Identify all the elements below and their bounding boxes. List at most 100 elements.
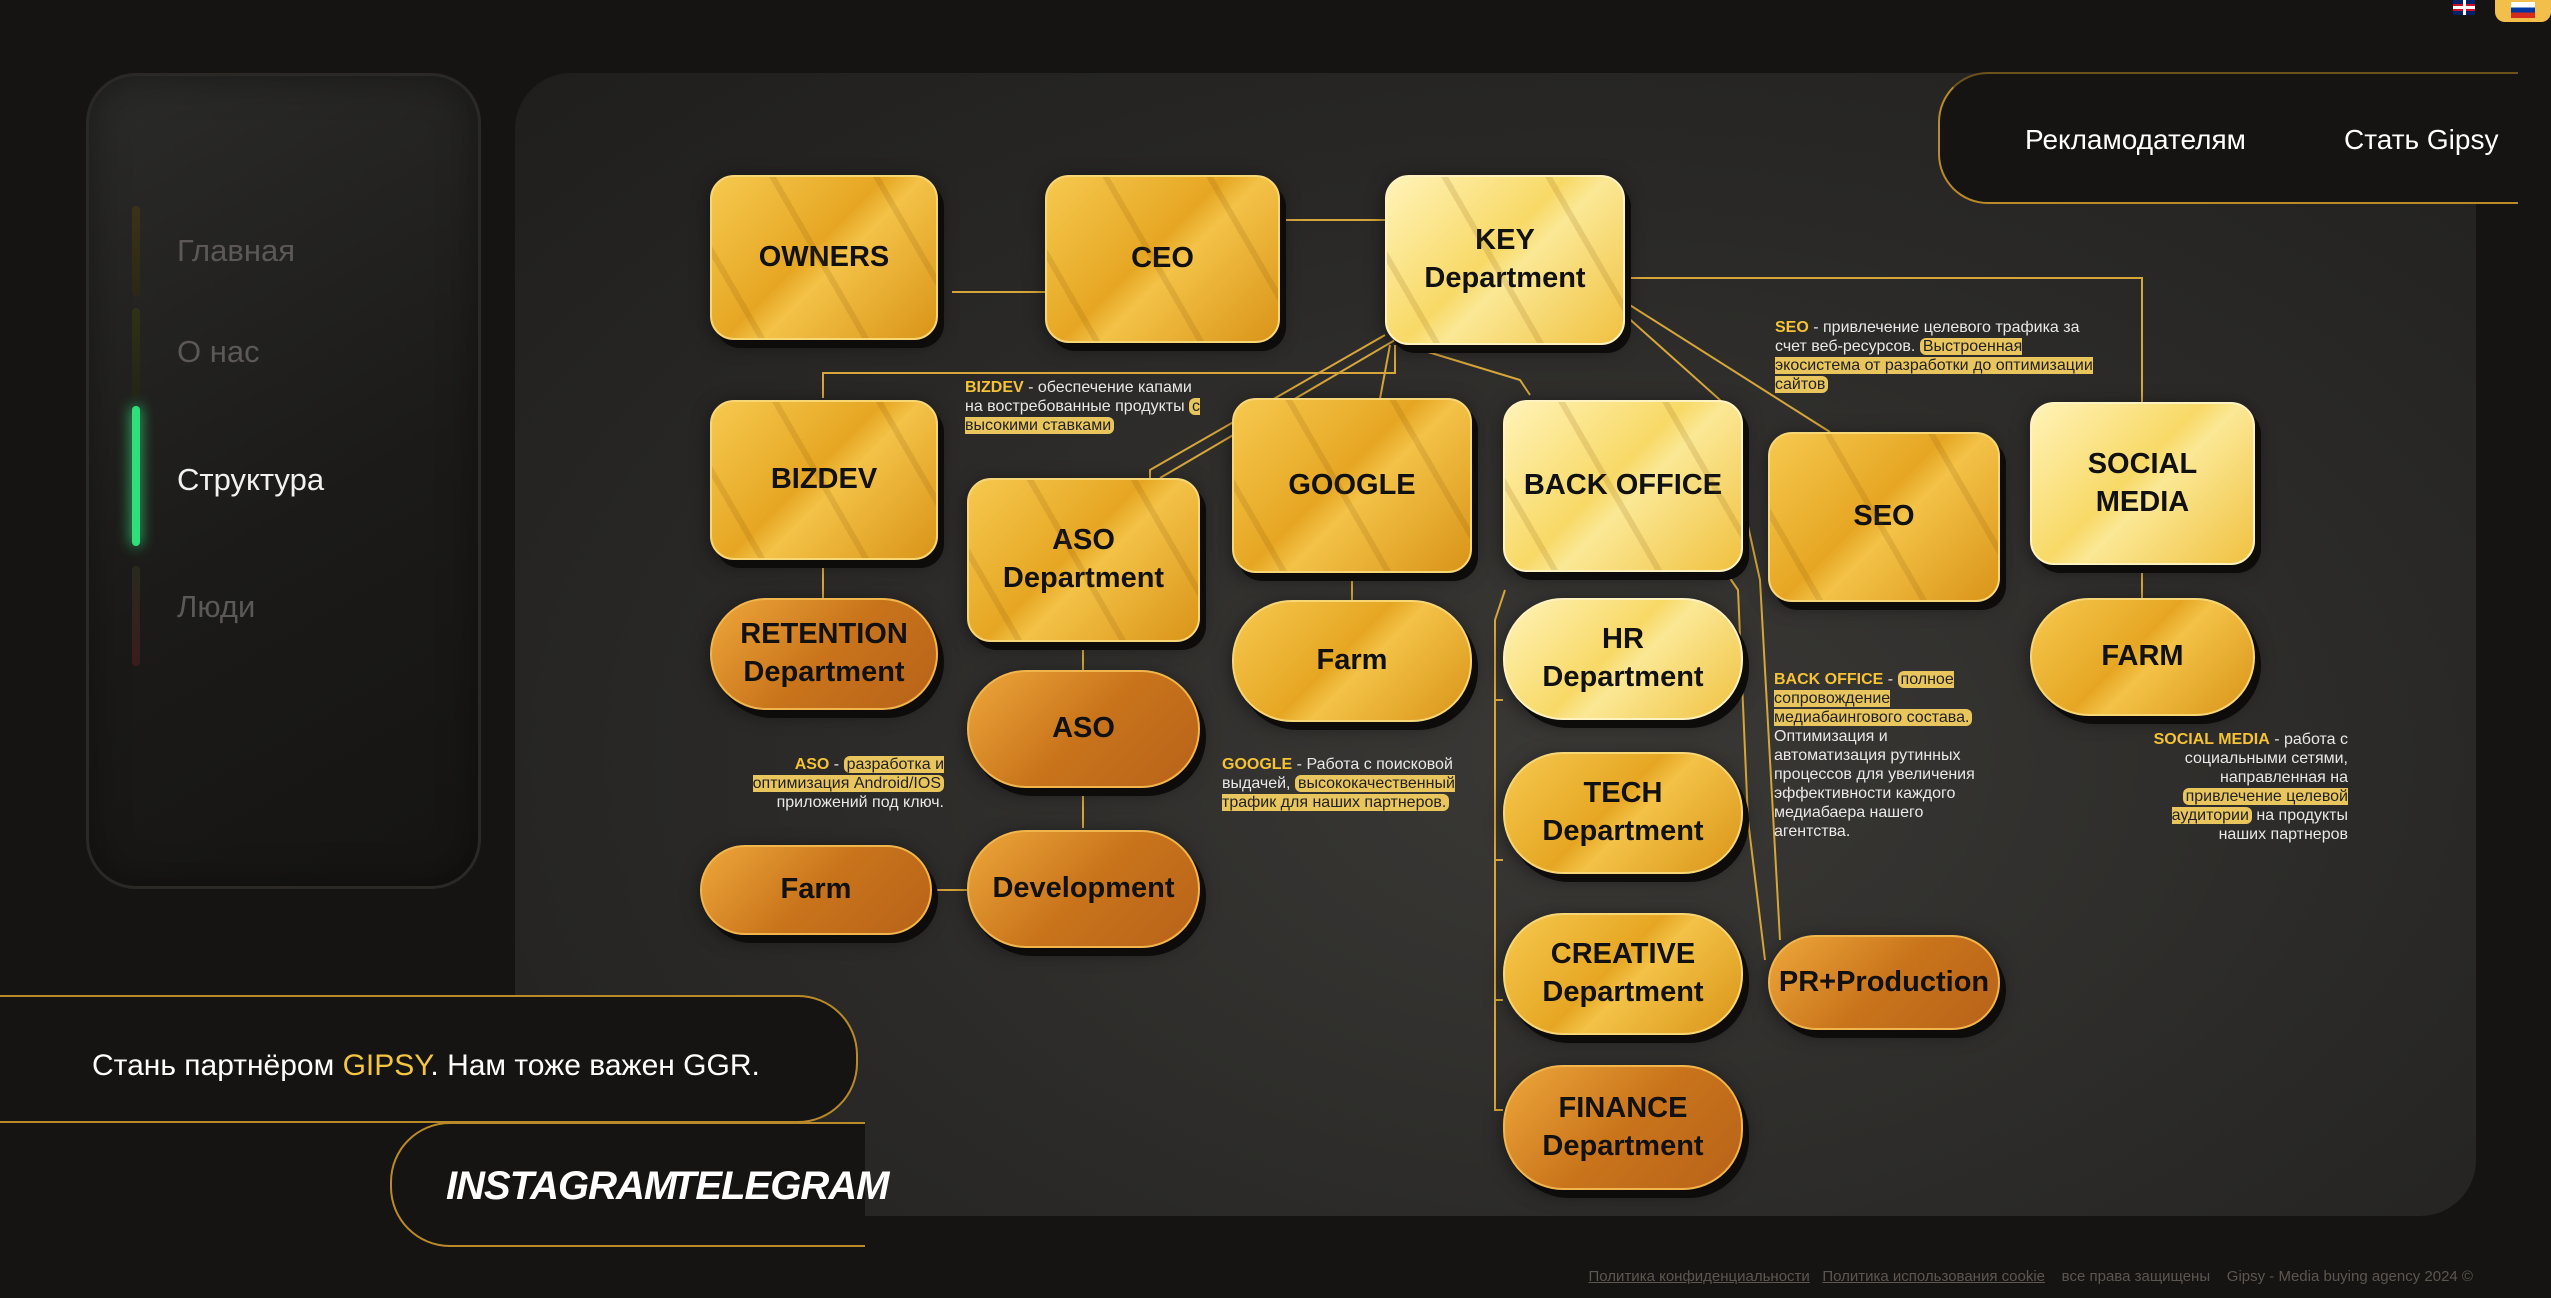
- annotation-aso-tail: приложений под ключ.: [776, 794, 944, 811]
- node-social-line2: MEDIA: [2095, 485, 2190, 518]
- node-farm-google[interactable]: Farm: [1232, 600, 1472, 722]
- node-aso-dept-label: ASO Department: [1003, 522, 1164, 597]
- node-bizdev-label: BIZDEV: [770, 463, 878, 496]
- node-google-label: GOOGLE: [1288, 468, 1416, 501]
- annotation-google: GOOGLE - Работа с поисковой выдачей, выс…: [1222, 755, 1482, 812]
- node-back-office-label: BACK OFFICE: [1523, 469, 1723, 502]
- annotation-social: SOCIAL MEDIA - работа с социальными сетя…: [2125, 730, 2348, 844]
- node-finance-line1: FINANCE: [1558, 1091, 1688, 1124]
- flag-ru-icon: [2511, 2, 2535, 18]
- sidebar-item-about[interactable]: О нас: [177, 334, 260, 369]
- rail-segment: [132, 566, 140, 666]
- annotation-social-tail: на продукты наших партнеров: [2218, 807, 2348, 843]
- node-creative-line2: Department: [1542, 976, 1704, 1008]
- rail-segment: [132, 206, 140, 296]
- annotation-bizdev-text: - обеспечение капами на востребованные п…: [965, 379, 1192, 415]
- promo-text: Стань партнёром GIPSY. Нам тоже важен GG…: [92, 1049, 760, 1083]
- node-pr-production[interactable]: PR+Production: [1768, 935, 2000, 1030]
- node-aso-department[interactable]: ASO Department: [967, 478, 1200, 642]
- node-owners[interactable]: OWNERS: [710, 175, 938, 340]
- node-key-line2: Department: [1424, 262, 1586, 294]
- sidebar-item-home[interactable]: Главная: [177, 233, 295, 268]
- node-retention-label: RETENTION Department: [740, 616, 908, 691]
- annotation-bizdev: BIZDEV - обеспечение капами на востребов…: [965, 378, 1205, 435]
- footer-cookie-link[interactable]: Политика использования cookie: [1822, 1268, 2045, 1285]
- node-seo[interactable]: SEO: [1768, 432, 2000, 602]
- annotation-google-key: GOOGLE: [1222, 756, 1293, 773]
- nav-become-gipsy-link[interactable]: Стать Gipsy: [2344, 124, 2499, 155]
- node-ceo-label: CEO: [1131, 242, 1194, 275]
- annotation-google-text: - Работа с поисковой выдачей,: [1222, 756, 1453, 792]
- node-retention-line1: RETENTION: [740, 618, 908, 651]
- node-aso[interactable]: ASO: [967, 670, 1200, 788]
- annotation-back-office-key: BACK OFFICE: [1774, 671, 1884, 688]
- top-nav: Рекламодателям Стать Gipsy: [1938, 72, 2518, 204]
- annotation-aso: ASO - разработка и оптимизация Android/I…: [712, 755, 944, 812]
- node-aso-dept-line1: ASO: [1052, 524, 1115, 557]
- node-aso-label: ASO: [1052, 712, 1115, 745]
- node-tech-line1: TECH: [1583, 777, 1663, 810]
- node-development[interactable]: Development: [967, 830, 1200, 948]
- node-finance-department[interactable]: FINANCE Department: [1503, 1065, 1743, 1190]
- annotation-back-office-tail: Оптимизация и автоматизация рутинных про…: [1774, 728, 1975, 840]
- node-back-office[interactable]: BACK OFFICE: [1503, 400, 1743, 572]
- nav-advertisers-link[interactable]: Рекламодателям: [2025, 124, 2246, 155]
- footer-rights: все права защищены: [2061, 1268, 2211, 1285]
- annotation-social-text: - работа с социальными сетями, направлен…: [2184, 731, 2348, 786]
- rail-segment: [132, 308, 140, 398]
- partner-promo: Стань партнёром GIPSY. Нам тоже важен GG…: [0, 995, 858, 1123]
- node-farm-aso-label: Farm: [780, 873, 852, 906]
- annotation-social-key: SOCIAL MEDIA: [2153, 731, 2270, 748]
- sidebar-item-people[interactable]: Люди: [177, 589, 256, 624]
- node-seo-label: SEO: [1853, 500, 1915, 533]
- language-switcher: [2431, 0, 2551, 24]
- node-bizdev[interactable]: BIZDEV: [710, 400, 938, 560]
- annotation-aso-text: -: [829, 756, 844, 773]
- node-hr-department[interactable]: HR Department: [1503, 598, 1743, 720]
- node-hr-line2: Department: [1542, 661, 1704, 693]
- node-aso-dept-line2: Department: [1002, 562, 1165, 594]
- node-ceo[interactable]: CEO: [1045, 175, 1280, 343]
- flag-en-icon[interactable]: [2453, 0, 2475, 15]
- node-pr-label: PR+Production: [1778, 965, 1990, 998]
- annotation-back-office: BACK OFFICE - полное сопровождение медиа…: [1774, 670, 1989, 841]
- node-retention[interactable]: RETENTION Department: [710, 598, 938, 710]
- instagram-link[interactable]: INSTAGRAM: [446, 1164, 677, 1208]
- node-tech-line2: Department: [1542, 815, 1704, 847]
- promo-prefix: Стань партнёром: [92, 1049, 343, 1082]
- promo-brand: GIPSY: [342, 1049, 431, 1082]
- sidebar-nav: Главная О нас Структура Люди: [86, 73, 481, 889]
- node-google[interactable]: GOOGLE: [1232, 398, 1472, 573]
- footer-privacy-link[interactable]: Политика конфиденциальности: [1588, 1268, 1810, 1285]
- annotation-back-office-text: -: [1883, 671, 1898, 688]
- annotation-aso-highlight: разработка и оптимизация Android/IOS: [752, 756, 944, 792]
- node-tech-department[interactable]: TECH Department: [1503, 752, 1743, 874]
- telegram-link[interactable]: TELEGRAM: [672, 1164, 889, 1208]
- node-tech-label: TECH Department: [1542, 775, 1703, 850]
- flag-ru-active[interactable]: [2495, 0, 2551, 22]
- node-owners-label: OWNERS: [758, 240, 890, 273]
- node-retention-line2: Department: [743, 656, 905, 688]
- node-development-label: Development: [992, 872, 1175, 905]
- annotation-bizdev-key: BIZDEV: [965, 379, 1024, 396]
- node-hr-line1: HR: [1602, 623, 1644, 656]
- node-farm-google-label: Farm: [1316, 644, 1388, 677]
- sidebar-item-structure[interactable]: Структура: [177, 462, 325, 497]
- annotation-aso-key: ASO: [794, 756, 830, 773]
- node-hr-label: HR Department: [1542, 621, 1703, 696]
- rail-active-indicator: [132, 406, 140, 546]
- node-finance-line2: Department: [1542, 1129, 1704, 1162]
- node-farm-social-label: FARM: [2101, 640, 2184, 673]
- annotation-seo: SEO - привлечение целевого трафика за сч…: [1775, 318, 2095, 394]
- node-farm-aso[interactable]: Farm: [700, 845, 932, 935]
- annotation-seo-text: - привлечение целевого трафика за счет в…: [1775, 319, 2080, 355]
- node-farm-social[interactable]: FARM: [2030, 598, 2255, 716]
- annotation-seo-key: SEO: [1775, 319, 1809, 336]
- footer-copyright: Gipsy - Media buying agency 2024 ©: [2226, 1268, 2473, 1285]
